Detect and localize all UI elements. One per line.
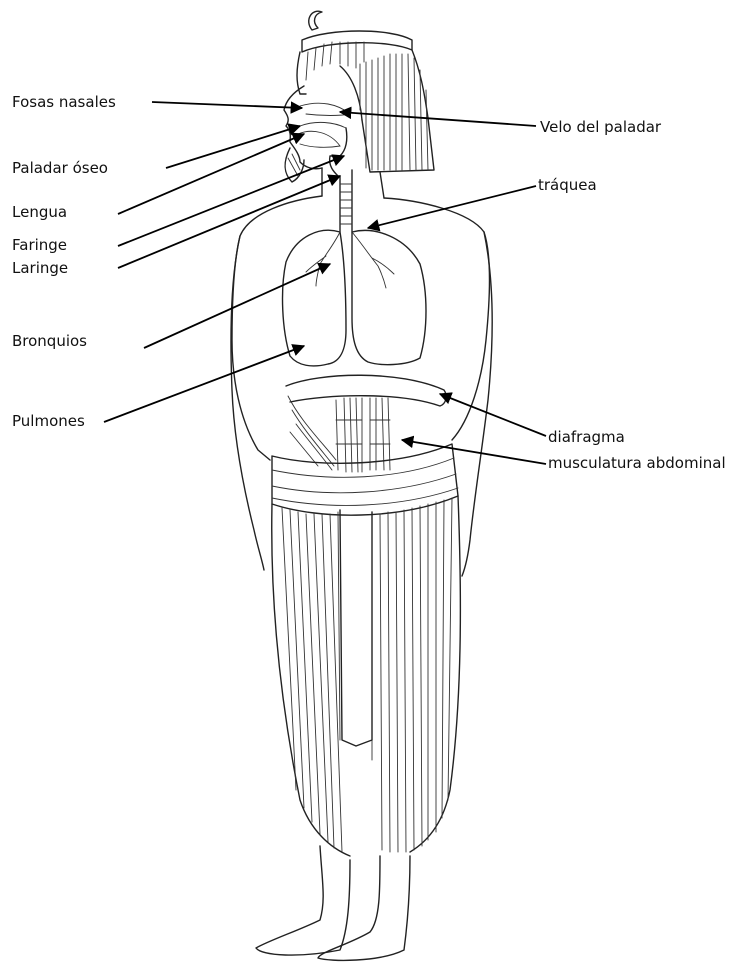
label-musculatura-abdominal: musculatura abdominal (548, 454, 726, 472)
label-velo-del-paladar: Velo del paladar (540, 118, 661, 136)
label-laringe: Laringe (12, 259, 68, 277)
label-faringe: Faringe (12, 236, 67, 254)
beard (285, 148, 304, 182)
arrow-laringe (118, 176, 340, 268)
face-profile (284, 86, 322, 169)
label-fosas-nasales: Fosas nasales (12, 93, 116, 111)
right-bronchus (352, 232, 394, 288)
right-lung (352, 230, 426, 364)
abdominal-muscles (288, 396, 390, 472)
belt (272, 444, 458, 515)
trachea (340, 170, 352, 232)
palate (300, 122, 346, 128)
arrow-pulmones (104, 346, 304, 422)
arrow-fosas-nasales (152, 102, 302, 108)
left-leg (256, 846, 350, 955)
left-bronchus (306, 232, 340, 286)
pointer-arrows (104, 102, 546, 464)
arrow-velo-del-paladar (340, 112, 536, 126)
label-bronquios: Bronquios (12, 332, 87, 350)
label-traquea: tráquea (538, 176, 597, 194)
arrow-musculatura-abdominal (402, 440, 546, 464)
label-lengua: Lengua (12, 203, 67, 221)
right-leg (318, 856, 410, 960)
arrow-traquea (368, 186, 536, 228)
label-paladar-oseo: Paladar óseo (12, 159, 108, 177)
left-lung (283, 230, 346, 366)
arrow-paladar-oseo (166, 126, 300, 168)
arrow-bronquios (144, 264, 330, 348)
label-diafragma: diafragma (548, 428, 625, 446)
arrow-diafragma (440, 394, 546, 436)
headband (302, 31, 412, 52)
human-figure (231, 11, 492, 960)
label-pulmones: Pulmones (12, 412, 85, 430)
left-arm (231, 236, 264, 570)
headband-ornament (309, 11, 322, 30)
wig (297, 42, 434, 172)
nasal-cavity (300, 103, 350, 115)
tongue (298, 131, 340, 147)
pharynx (330, 128, 347, 176)
kilt-pleats (282, 498, 452, 852)
arrow-faringe (118, 156, 344, 246)
diaphragm-line (286, 375, 446, 406)
sash (340, 510, 372, 746)
